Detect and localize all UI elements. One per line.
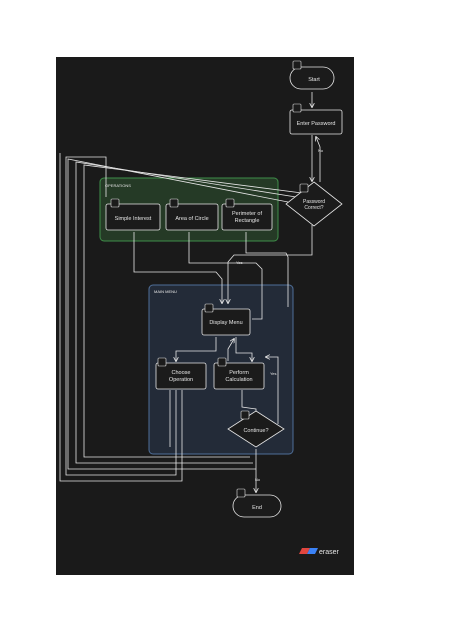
choose-operation-line1: Choose: [172, 370, 191, 376]
edge-perform-to-menu: [227, 339, 234, 361]
edge-area-to-menu: [188, 232, 263, 320]
edge-password-yes: [228, 225, 313, 303]
display-menu-node[interactable]: Display Menu: [201, 303, 251, 336]
edge-password-no: [316, 137, 321, 182]
edge-perimeter-to-menu: [245, 232, 289, 307]
eraser-logo-text: eraser: [319, 549, 340, 556]
display-menu-label: Display Menu: [209, 320, 242, 326]
eraser-logo: eraser: [299, 548, 340, 556]
enter-password-label: Enter Password: [297, 121, 336, 127]
refresh-icon: [240, 410, 250, 420]
perform-calculation-line1: Perform: [229, 370, 249, 376]
choose-operation-line2: Operation: [169, 377, 193, 383]
edge-choose-to-operations-1: [65, 156, 177, 476]
start-node[interactable]: Start: [289, 60, 335, 90]
edge-label-password-yes: Yes: [236, 260, 243, 265]
area-of-circle-node[interactable]: Area of Circle: [165, 198, 219, 231]
connectors: [59, 92, 321, 492]
edge-choose-to-operations-2: [59, 153, 183, 482]
eraser-logo-mark-2: [307, 548, 318, 554]
logout-icon: [236, 488, 246, 498]
end-node[interactable]: End: [232, 488, 282, 518]
edge-menu-to-choose: [176, 337, 217, 361]
password-correct-decision[interactable]: Password Correct?: [285, 181, 343, 227]
edge-menu-to-perform: [235, 337, 252, 361]
operations-group-label: OPERATIONS: [105, 183, 131, 188]
continue-decision[interactable]: Continue?: [227, 410, 285, 448]
login-icon: [292, 60, 302, 70]
dollar-icon: [110, 198, 120, 208]
main-menu-group-label: MAIN MENU: [154, 289, 177, 294]
enter-password-node[interactable]: Enter Password: [289, 103, 343, 135]
edge-continue-yes: [266, 357, 279, 424]
rectangle-icon: [225, 198, 235, 208]
perform-calculation-node[interactable]: Perform Calculation: [213, 357, 265, 390]
simple-interest-node[interactable]: Simple Interest: [105, 198, 161, 231]
edge-label-password-no: No: [318, 148, 324, 153]
calculator-icon: [217, 357, 227, 367]
perimeter-line1: Perimeter of: [232, 211, 262, 217]
circle-icon: [169, 198, 179, 208]
edge-left-loop-3: [83, 164, 303, 458]
perform-calculation-line2: Calculation: [225, 377, 252, 383]
password-correct-line2: Correct?: [304, 205, 323, 211]
diagram-canvas: OPERATIONS MAIN MENU: [56, 57, 354, 575]
edge-label-continue-no: No: [255, 477, 261, 482]
edge-label-continue-yes: Yes: [270, 371, 277, 376]
pointer-icon: [157, 357, 167, 367]
perimeter-of-rectangle-node[interactable]: Perimeter of Rectangle: [221, 198, 273, 231]
check-icon: [299, 183, 309, 193]
edge-left-loop-1: [67, 158, 289, 470]
edge-simple-interest-to-menu: [133, 232, 222, 303]
flowchart: OPERATIONS MAIN MENU: [59, 60, 343, 556]
menu-icon: [204, 303, 214, 313]
perimeter-line2: Rectangle: [235, 218, 260, 224]
choose-operation-node[interactable]: Choose Operation: [155, 357, 207, 390]
keyboard-icon: [292, 103, 302, 113]
end-label: End: [252, 505, 262, 511]
area-of-circle-label: Area of Circle: [175, 216, 208, 222]
start-label: Start: [308, 77, 320, 83]
edge-left-loop-2: [75, 161, 297, 464]
eraser-logo-mark-1: [299, 548, 310, 554]
continue-label: Continue?: [243, 428, 268, 434]
simple-interest-label: Simple Interest: [115, 216, 152, 222]
password-correct-line1: Password: [303, 199, 325, 205]
